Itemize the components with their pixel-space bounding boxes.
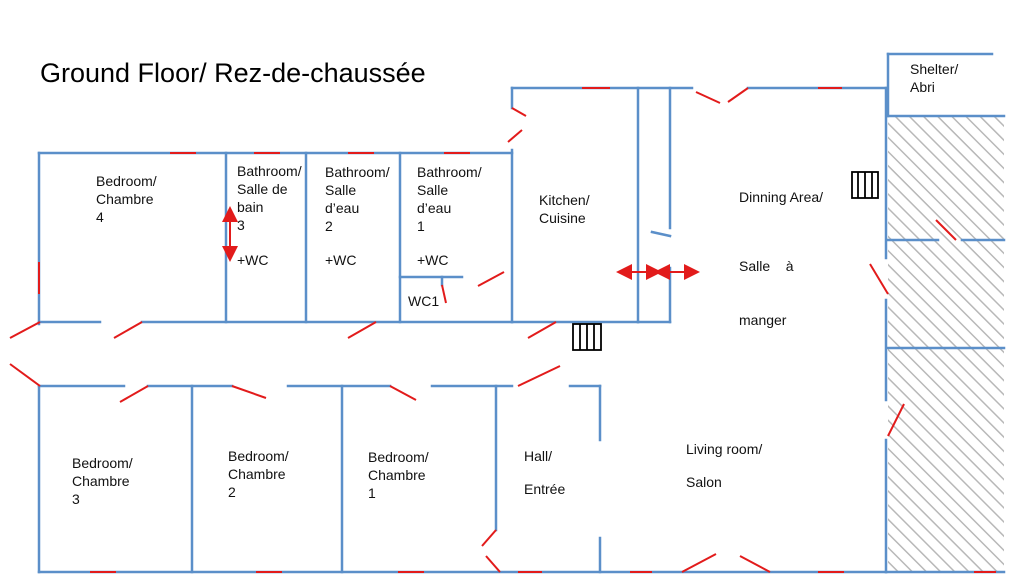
openings <box>9 87 996 573</box>
room-label-hall-fr: Entrée <box>524 481 566 497</box>
double-arrow-icon <box>222 206 700 280</box>
room-label-wc1: WC1 <box>408 293 440 309</box>
room-label-kitchen: Kitchen/ Cuisine <box>539 192 590 226</box>
room-label-hall: Hall/ <box>524 448 553 464</box>
hatched-area <box>888 116 1004 572</box>
room-label-shelter: Shelter/ Abri <box>910 61 959 95</box>
wc-note-bathroom-2: +WC <box>325 252 357 268</box>
radiator-icon <box>851 171 879 199</box>
radiator-icon <box>572 323 602 351</box>
wc-note-bathroom-3: +WC <box>237 252 269 268</box>
room-label-bathroom-2: Bathroom/ Salle d’eau 2 <box>325 164 390 234</box>
plan-title: Ground Floor/ Rez-de-chaussée <box>40 58 426 88</box>
room-label-dining-area-fr: Salle à manger <box>739 258 794 328</box>
room-label-bedroom-1: Bedroom/ Chambre 1 <box>368 449 429 501</box>
wc-note-bathroom-1: +WC <box>417 252 449 268</box>
room-label-bedroom-4: Bedroom/ Chambre 4 <box>96 173 157 225</box>
room-label-living-room-fr: Salon <box>686 474 722 490</box>
room-label-living-room: Living room/ <box>686 441 763 457</box>
room-label-bedroom-3: Bedroom/ Chambre 3 <box>72 455 133 507</box>
room-label-bedroom-2: Bedroom/ Chambre 2 <box>228 448 289 500</box>
room-label-bathroom-3: Bathroom/ Salle de bain 3 <box>237 163 302 233</box>
room-label-dining-area: Dinning Area/ <box>739 189 824 205</box>
walls <box>37 52 1006 574</box>
room-label-bathroom-1: Bathroom/ Salle d’eau 1 <box>417 164 482 234</box>
